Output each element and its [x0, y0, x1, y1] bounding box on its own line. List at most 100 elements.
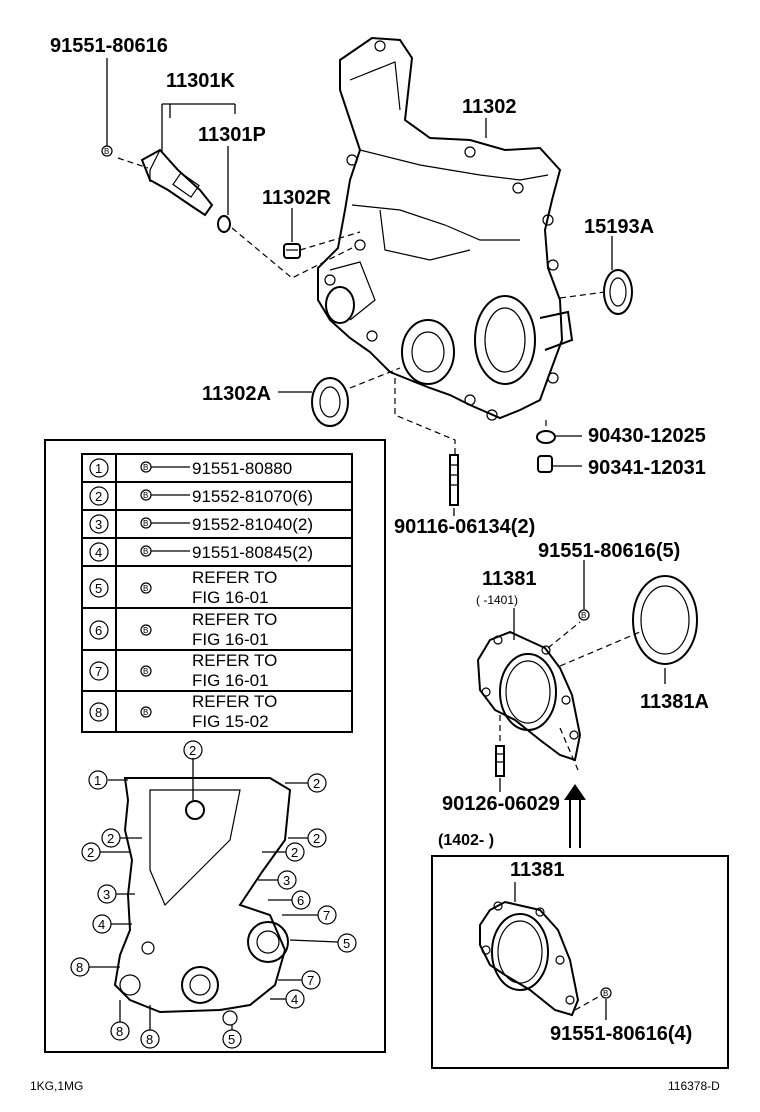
svg-text:8: 8	[95, 705, 102, 720]
callout-90430-12025: 90430-12025	[588, 425, 706, 447]
svg-text:2: 2	[313, 776, 320, 791]
assembly-line	[559, 631, 641, 667]
svg-text:8: 8	[116, 1024, 123, 1039]
oil-seal-retainer-upper	[476, 630, 582, 762]
o-ring-11301p	[217, 215, 231, 233]
svg-text:REFER TO: REFER TO	[192, 610, 277, 629]
bolt-table-row-3: 3 B 91552-81040(2)	[89, 514, 313, 534]
oil-control-valve	[140, 148, 214, 217]
callout-11381-upper: 11381	[482, 568, 537, 590]
bolt-marker-upper-1: B	[101, 145, 113, 157]
svg-text:1: 1	[94, 773, 101, 788]
svg-text:B: B	[143, 667, 148, 676]
callout-11302r: 11302R	[262, 187, 332, 209]
upgrade-arrow	[564, 784, 586, 848]
timing-cover-housing	[317, 36, 574, 421]
assembly-line	[394, 378, 456, 455]
assembly-line	[349, 367, 401, 389]
plug-90341	[537, 455, 553, 473]
svg-text:5: 5	[228, 1032, 235, 1047]
callout-91551-80616: 91551-80616	[50, 35, 168, 57]
assembly-line	[574, 995, 601, 1011]
callout-11381-range: ( -1401)	[476, 593, 518, 607]
svg-text:B: B	[143, 463, 148, 472]
retainer-1402-frame	[431, 855, 729, 1069]
svg-text:8: 8	[76, 960, 83, 975]
svg-text:6: 6	[297, 893, 304, 908]
svg-text:B: B	[143, 491, 148, 500]
callout-11302a: 11302A	[202, 383, 271, 405]
svg-text:8: 8	[146, 1032, 153, 1047]
svg-text:B: B	[143, 626, 148, 635]
callout-90341-12031: 90341-12031	[588, 457, 706, 479]
callout-91551-80616-5: 91551-80616(5)	[538, 540, 680, 562]
callout-11301p: 11301P	[198, 124, 266, 146]
stud-90126	[495, 745, 505, 777]
svg-text:4: 4	[95, 545, 102, 560]
assembly-line	[559, 727, 579, 771]
bolt-table-row-7: 7 B REFER TO FIG 16-01	[89, 651, 277, 690]
bolt-table	[81, 453, 353, 733]
callout-11302: 11302	[462, 96, 517, 118]
svg-text:FIG 16-01: FIG 16-01	[192, 588, 269, 607]
svg-text:4: 4	[98, 917, 105, 932]
svg-text:B: B	[143, 584, 148, 593]
svg-text:7: 7	[323, 908, 330, 923]
bolt-marker-upper-2: B	[578, 609, 590, 621]
bolt-position-markers: 1 2 2 2 2 2 2 3 3 4 4 5 5 6 7 7 8	[70, 740, 357, 1049]
svg-text:B: B	[143, 547, 148, 556]
svg-text:FIG 16-01: FIG 16-01	[192, 671, 269, 690]
leader-line	[161, 103, 236, 152]
svg-text:2: 2	[87, 845, 94, 860]
oil-seal-retainer-lower	[479, 900, 580, 1017]
oil-seal-11381a	[632, 575, 698, 665]
callout-range-lower: (1402- )	[438, 832, 494, 849]
bolt-marker-lower: B	[600, 987, 612, 999]
oil-seal-11302a	[311, 377, 349, 427]
svg-text:B: B	[143, 708, 148, 717]
bolt-table-row-2: 2 B 91552-81070(6)	[89, 486, 313, 506]
svg-text:REFER TO: REFER TO	[192, 692, 277, 711]
callout-11381a: 11381A	[640, 691, 709, 713]
svg-text:91552-81070(6): 91552-81070(6)	[192, 487, 313, 506]
svg-text:91551-80845(2): 91551-80845(2)	[192, 543, 313, 562]
svg-text:6: 6	[95, 623, 102, 638]
svg-text:2: 2	[95, 489, 102, 504]
callout-90116-06134: 90116-06134(2)	[394, 516, 535, 538]
callout-11301k: 11301K	[166, 70, 236, 92]
svg-text:B: B	[603, 989, 608, 998]
svg-text:2: 2	[107, 831, 114, 846]
bolt-table-row-1: 1 B 91551-80880	[89, 458, 292, 478]
svg-text:REFER TO: REFER TO	[192, 568, 277, 587]
gasket-90430	[536, 430, 556, 444]
svg-text:3: 3	[95, 517, 102, 532]
callout-91551-80616-4: 91551-80616(4)	[550, 1023, 692, 1045]
bolt-table-row-4: 4 B 91551-80845(2)	[89, 542, 313, 562]
svg-text:91551-80880: 91551-80880	[192, 459, 292, 478]
bolt-legend-frame	[44, 439, 386, 1053]
svg-text:1: 1	[95, 461, 102, 476]
svg-text:4: 4	[291, 992, 298, 1007]
svg-text:B: B	[143, 519, 148, 528]
callout-90126-06029: 90126-06029	[442, 793, 560, 815]
assembly-line	[299, 231, 361, 251]
svg-text:FIG 16-01: FIG 16-01	[192, 630, 269, 649]
svg-text:2: 2	[189, 743, 196, 758]
svg-text:5: 5	[343, 936, 350, 951]
assembly-line	[117, 157, 149, 169]
svg-text:FIG 15-02: FIG 15-02	[192, 712, 269, 731]
svg-text:3: 3	[103, 887, 110, 902]
svg-text:91552-81040(2): 91552-81040(2)	[192, 515, 313, 534]
callout-15193a: 15193A	[584, 216, 654, 238]
svg-text:7: 7	[307, 973, 314, 988]
assembly-line	[547, 621, 581, 649]
bolt-table-row-6: 6 B REFER TO FIG 16-01	[89, 610, 277, 649]
diagram-id: 116378-D	[668, 1079, 720, 1093]
svg-text:5: 5	[95, 581, 102, 596]
oil-seal-15193a	[603, 269, 633, 315]
engine-codes: 1KG,1MG	[30, 1079, 83, 1093]
svg-text:B: B	[581, 611, 586, 620]
svg-text:REFER TO: REFER TO	[192, 651, 277, 670]
bolt-table-row-8: 8 B REFER TO FIG 15-02	[89, 692, 277, 731]
